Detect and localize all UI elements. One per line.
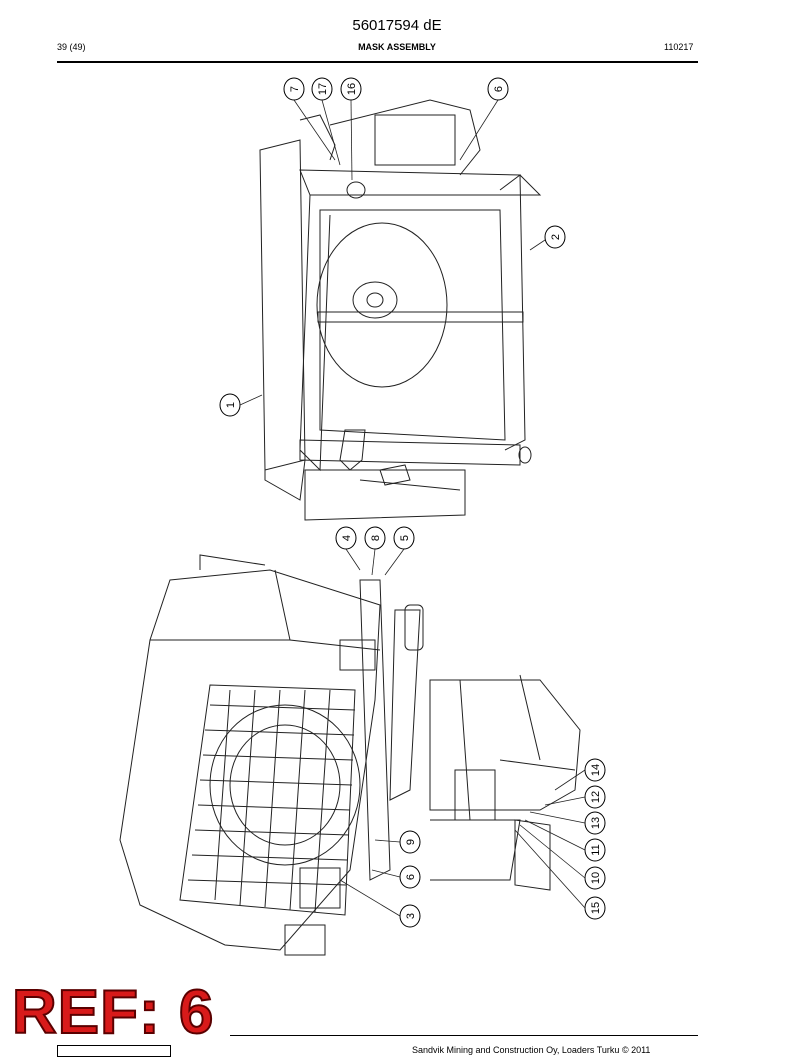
date-code: 110217 — [664, 42, 694, 52]
detail-view — [429, 674, 581, 891]
callout-17: 17 — [311, 77, 333, 101]
svg-text:10: 10 — [590, 872, 602, 884]
footer-rule — [230, 1035, 698, 1036]
callout-13: 13 — [584, 811, 606, 835]
svg-text:1: 1 — [225, 402, 237, 408]
copyright-text: Sandvik Mining and Construction Oy, Load… — [412, 1045, 651, 1055]
callout-1: 1 — [219, 393, 241, 417]
callout-4: 4 — [335, 526, 357, 550]
svg-text:7: 7 — [289, 86, 301, 92]
svg-text:2: 2 — [550, 234, 562, 240]
svg-text:13: 13 — [590, 817, 602, 829]
reference-stamp: REF: 6 — [11, 978, 215, 1047]
callout-6-bottom: 6 — [399, 865, 421, 889]
callout-10: 10 — [584, 866, 606, 890]
svg-text:12: 12 — [590, 791, 602, 803]
callout-16: 16 — [340, 77, 362, 101]
callout-2: 2 — [544, 225, 566, 249]
svg-text:4: 4 — [341, 535, 353, 541]
svg-text:15: 15 — [590, 902, 602, 914]
document-title: MASK ASSEMBLY — [358, 42, 436, 52]
header-rule — [57, 61, 698, 63]
svg-text:6: 6 — [405, 874, 417, 880]
callout-12: 12 — [584, 785, 606, 809]
svg-text:9: 9 — [405, 839, 417, 845]
callout-11: 11 — [584, 838, 606, 862]
callout-14: 14 — [584, 758, 606, 782]
svg-text:11: 11 — [590, 844, 602, 855]
svg-text:8: 8 — [370, 535, 382, 541]
svg-text:6: 6 — [493, 86, 505, 92]
callout-3: 3 — [399, 904, 421, 928]
callout-8: 8 — [364, 526, 386, 550]
lower-mask-assembly — [119, 554, 424, 956]
callout-7: 7 — [283, 77, 305, 101]
svg-text:17: 17 — [317, 83, 329, 95]
callout-bubbles: 7 17 16 6 2 1 4 8 5 9 6 3 14 12 13 — [219, 77, 606, 928]
callout-5: 5 — [393, 526, 415, 550]
page-index: 39 (49) — [57, 42, 86, 52]
callout-6-top: 6 — [487, 77, 509, 101]
leader-lines — [239, 99, 586, 917]
callout-9: 9 — [399, 830, 421, 854]
callout-15: 15 — [584, 896, 606, 920]
svg-text:14: 14 — [590, 764, 602, 776]
document-number: 56017594 dE — [352, 17, 442, 34]
svg-text:3: 3 — [405, 913, 417, 919]
svg-text:16: 16 — [346, 83, 358, 95]
upper-radiator-frame — [259, 99, 542, 521]
svg-text:5: 5 — [399, 535, 411, 541]
